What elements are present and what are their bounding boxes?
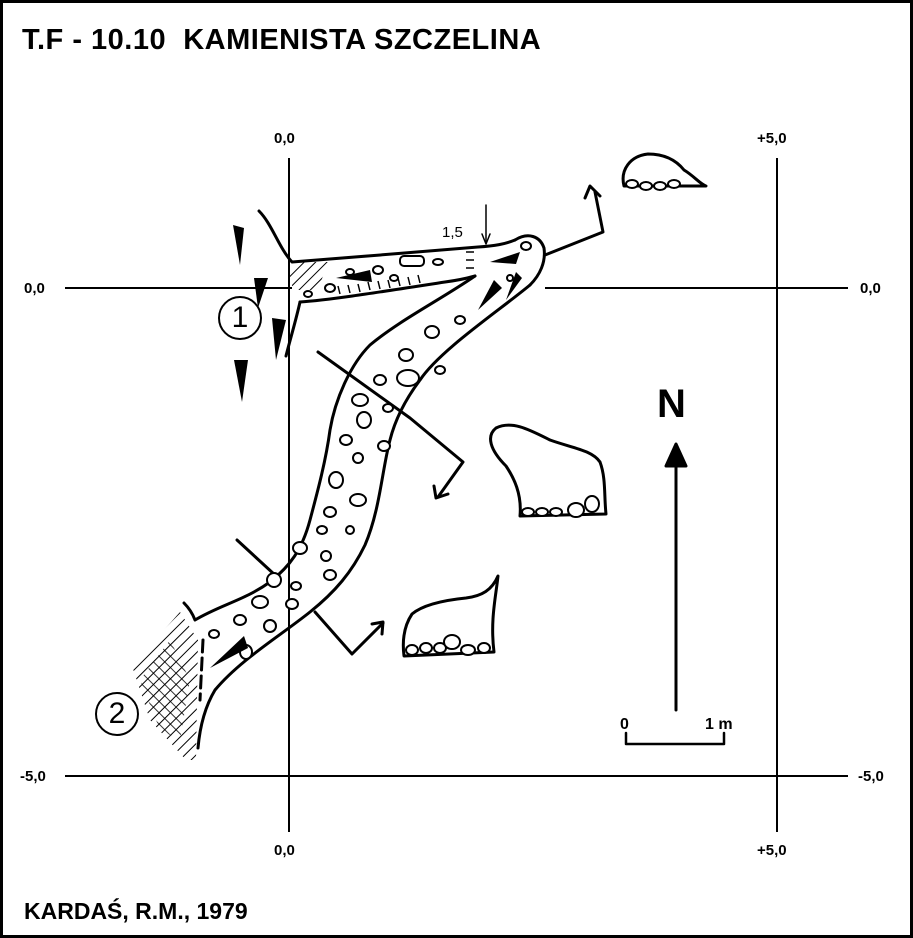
grid-label-bottom-right: +5,0 <box>757 842 787 859</box>
author-credit: KARDAŚ, R.M., 1979 <box>24 898 248 924</box>
grid-label-top-right: +5,0 <box>757 130 787 147</box>
slope-ticks <box>337 251 474 295</box>
grid-lines <box>65 158 848 832</box>
slope-arrows <box>210 225 522 668</box>
scale-end-label: 1 m <box>705 716 733 733</box>
scale-start-label: 0 <box>620 716 629 733</box>
entrance-2-hatch <box>132 612 198 760</box>
page-title: T.F - 10.10 KAMIENISTA SZCZELINA <box>22 24 542 56</box>
grid-label-right-upper: 0,0 <box>860 280 881 297</box>
section-rocks <box>405 179 681 656</box>
cave-outline <box>182 184 726 750</box>
entrance-2-marker: 2 <box>95 692 139 736</box>
grid-label-left-lower: -5,0 <box>20 768 46 785</box>
rock-debris <box>208 241 532 660</box>
grid-label-left-upper: 0,0 <box>24 280 45 297</box>
cross-sections <box>401 152 708 658</box>
north-label: N <box>657 382 686 426</box>
entrance-1-marker: 1 <box>218 296 262 340</box>
grid-label-right-lower: -5,0 <box>858 768 884 785</box>
grid-label-bottom-left: 0,0 <box>274 842 295 859</box>
grid-label-top-left: 0,0 <box>274 130 295 147</box>
depth-mark: 1,5 <box>442 224 463 241</box>
entrance-1-hatch <box>286 262 328 290</box>
